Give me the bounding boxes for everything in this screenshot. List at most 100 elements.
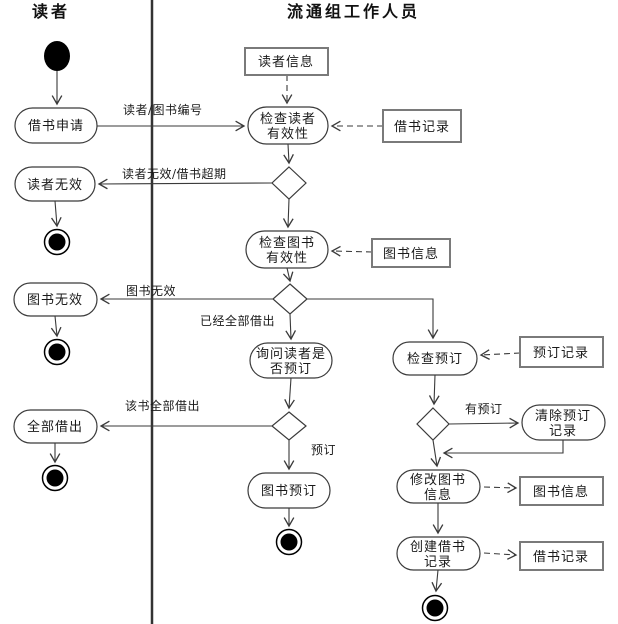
activity-shape [521, 404, 606, 441]
activity-label-line1: 检查读者 [260, 112, 316, 127]
activity-label: 借书申请 [28, 119, 84, 134]
end-node-book-invalid [43, 338, 71, 366]
activity-check-book-validity: 检查图书 有效性 [245, 230, 329, 269]
activity-label-line2: 否预订 [270, 362, 312, 377]
flow-check-reader-to-decision1 [283, 143, 294, 165]
activity-book-invalid: 图书无效 [13, 282, 98, 317]
objectflow-book-info-to-check-book [330, 245, 373, 257]
object-borrow-record-top: 借书记录 [382, 109, 462, 143]
object-shape [371, 238, 451, 268]
end-node-inner-dot [48, 343, 66, 361]
activity-shape [396, 469, 481, 504]
flow-ask-reserve-to-decision3 [284, 377, 295, 410]
flow-decision2-to-ask-reserve [285, 313, 297, 341]
activity-shape [13, 282, 98, 317]
lane-title-staff: 流通组工作人员 [287, 2, 420, 21]
activity-shape [247, 106, 329, 145]
flow-decision1-to-reader-invalid [97, 178, 273, 190]
end-node-all-borrowed [41, 464, 69, 492]
flow-book-invalid-to-end [50, 315, 62, 338]
lane-title-reader: 读者 [32, 2, 70, 21]
object-label: 借书记录 [394, 120, 450, 135]
edge-label-reserve: 预订 [311, 443, 336, 457]
edge-label-already-all-borrowed: 已经全部借出 [200, 313, 275, 328]
activity-shape [14, 107, 98, 144]
activity-clear-reserve-record: 清除预订 记录 [521, 404, 606, 441]
decision-reserve-choice [271, 411, 307, 441]
activity-label-line2: 信息 [424, 487, 452, 503]
activity-shape [392, 341, 478, 376]
activity-label: 图书无效 [27, 293, 83, 308]
activity-label: 图书预订 [261, 484, 317, 499]
object-book-info-bottom: 图书信息 [519, 476, 604, 506]
activity-label-line1: 清除预订 [535, 409, 591, 424]
end-node-inner-dot [280, 533, 298, 551]
activity-borrow-apply: 借书申请 [14, 107, 98, 144]
activity-shape [247, 472, 331, 509]
activity-reader-invalid: 读者无效 [14, 166, 96, 202]
activity-label-line2: 有效性 [267, 127, 309, 142]
decision-reader-valid [271, 166, 307, 200]
activity-label-line2: 记录 [424, 555, 452, 570]
activity-shape [13, 409, 98, 444]
object-shape [519, 541, 604, 571]
activity-shape [14, 166, 96, 202]
object-reserve-record: 预订记录 [519, 336, 604, 368]
object-reader-info: 读者信息 [244, 47, 329, 76]
flow-decision2-to-check-reserve [307, 298, 439, 340]
flow-decision4-to-clear-reserve [448, 417, 520, 429]
edge-label-reader-book-id: 读者/图书编号 [123, 102, 203, 117]
start-node [44, 41, 70, 71]
decision-book-valid [272, 283, 308, 315]
end-node-inner-dot [46, 469, 64, 487]
activity-modify-book-info: 修改图书 信息 [396, 469, 481, 504]
end-node-book-reserve [275, 528, 303, 556]
activity-label: 检查预订 [407, 352, 463, 367]
activity-create-borrow-record: 创建借书 记录 [396, 536, 481, 571]
object-label: 图书信息 [533, 484, 589, 500]
activity-label-line2: 记录 [549, 424, 577, 439]
activity-book-reserve: 图书预订 [247, 472, 331, 509]
activity-shape [396, 536, 481, 571]
flow-reader-invalid-to-end [51, 200, 62, 228]
object-label: 读者信息 [258, 54, 314, 70]
end-node-inner-dot [48, 233, 66, 251]
end-node-inner-dot [426, 599, 444, 617]
object-shape [244, 47, 329, 76]
activity-check-reader-validity: 检查读者 有效性 [247, 106, 329, 145]
flow-decision1-to-check-book [282, 198, 294, 229]
object-book-info-mid: 图书信息 [371, 238, 451, 268]
activity-label-line1: 检查图书 [259, 236, 315, 251]
object-shape [519, 336, 604, 368]
decision-has-reserve [416, 407, 450, 441]
edge-label-this-book-all-borrowed: 该书全部借出 [125, 398, 200, 413]
object-borrow-record-bottom: 借书记录 [519, 541, 604, 571]
object-shape [519, 476, 604, 506]
end-node-create-record [421, 594, 449, 622]
objectflow-modify-book-to-book-info [483, 482, 518, 494]
object-label: 借书记录 [533, 550, 589, 565]
activity-shape [245, 230, 329, 269]
flow-decision4-to-modify-book [430, 439, 442, 468]
objectflow-reserve-record-to-check-reserve [479, 349, 521, 360]
activity-label-line1: 询问读者是 [256, 347, 326, 362]
activity-label: 全部借出 [27, 419, 83, 435]
activity-ask-reader-reserve: 询问读者是 否预订 [249, 342, 333, 379]
edge-label-reader-invalid-or-overdue: 读者无效/借书超期 [122, 166, 227, 181]
flow-check-book-to-decision2 [282, 267, 294, 283]
activity-shape [249, 342, 333, 379]
object-label: 图书信息 [383, 246, 439, 262]
edge-label-book-invalid: 图书无效 [126, 283, 176, 298]
edge-label-has-reserve: 有预订 [465, 402, 503, 416]
object-shape [382, 109, 462, 143]
flow-create-record-to-end [431, 569, 443, 593]
object-label: 预订记录 [533, 346, 589, 361]
activity-check-reserve: 检查预订 [392, 341, 478, 376]
flow-check-reserve-to-decision4 [428, 374, 440, 406]
activity-label-line1: 修改图书 [410, 473, 466, 488]
flow-clear-reserve-loopback [442, 440, 564, 459]
activity-all-borrowed: 全部借出 [13, 409, 98, 444]
objectflow-create-record-to-borrow-record [483, 549, 518, 560]
